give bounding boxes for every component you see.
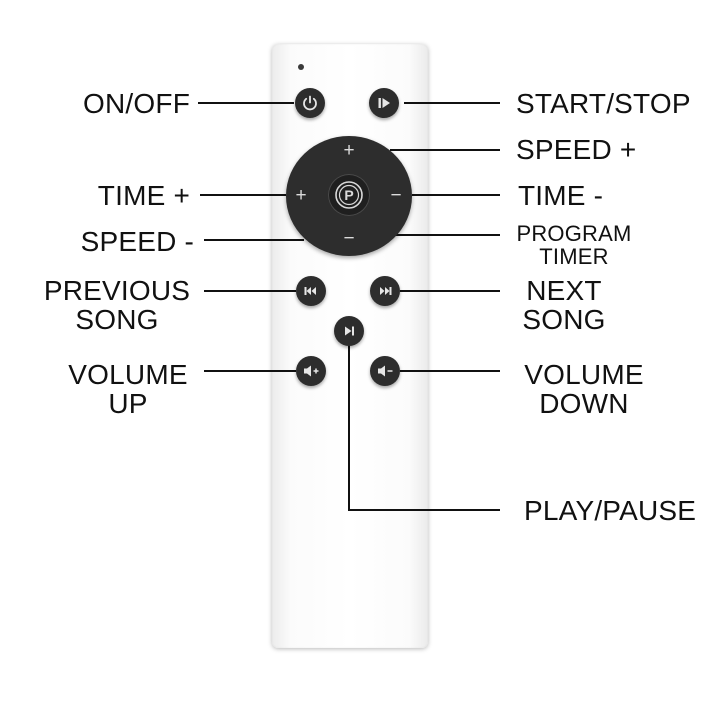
play-pause-button[interactable] [334,316,364,346]
label-program-timer-line1: PROGRAM [516,221,632,246]
label-next-song: NEXT SONG [510,276,618,334]
program-timer-button[interactable]: P [328,174,370,216]
svg-text:P: P [344,187,353,203]
label-previous-song-line2: SONG [75,304,159,335]
label-volume-down-line2: DOWN [539,388,629,419]
label-volume-down-line1: VOLUME [524,359,644,390]
indicator-led [298,64,304,70]
label-volume-up-line1: VOLUME [68,359,188,390]
play-pause-icon [345,326,354,336]
next-track-icon [380,287,392,295]
speed-minus-button[interactable]: − [343,228,355,249]
label-volume-down: VOLUME DOWN [514,360,654,418]
volume-down-icon [378,365,393,377]
volume-up-button[interactable] [296,356,326,386]
label-next-song-line2: SONG [522,304,606,335]
label-previous-song: PREVIOUS SONG [40,276,194,334]
label-speed-plus: SPEED + [516,134,637,165]
label-play-pause: PLAY/PAUSE [524,495,697,526]
label-program-timer: PROGRAM TIMER [506,222,642,268]
program-icon: P [335,181,363,209]
previous-track-icon [304,287,316,295]
time-plus-button[interactable]: + [295,185,307,206]
label-on-off: ON/OFF [83,88,190,119]
label-next-song-line1: NEXT [526,275,602,306]
label-program-timer-line2: TIMER [539,244,609,269]
label-volume-up: VOLUME UP [58,360,198,418]
label-previous-song-line1: PREVIOUS [43,275,191,306]
power-icon [303,95,317,111]
time-minus-button[interactable]: − [390,185,402,206]
start-stop-button[interactable] [369,88,399,118]
previous-song-button[interactable] [296,276,326,306]
power-button[interactable] [295,88,325,118]
next-song-button[interactable] [370,276,400,306]
callout-play-pause [348,345,500,511]
label-speed-minus: SPEED - [80,226,194,257]
label-time-minus: TIME - [518,180,604,211]
volume-up-icon [304,365,319,377]
label-start-stop: START/STOP [516,88,691,119]
volume-down-button[interactable] [370,356,400,386]
start-stop-icon [378,98,390,108]
speed-plus-button[interactable]: + [343,140,355,161]
label-volume-up-line2: UP [108,388,148,419]
label-time-plus: TIME + [97,180,190,211]
